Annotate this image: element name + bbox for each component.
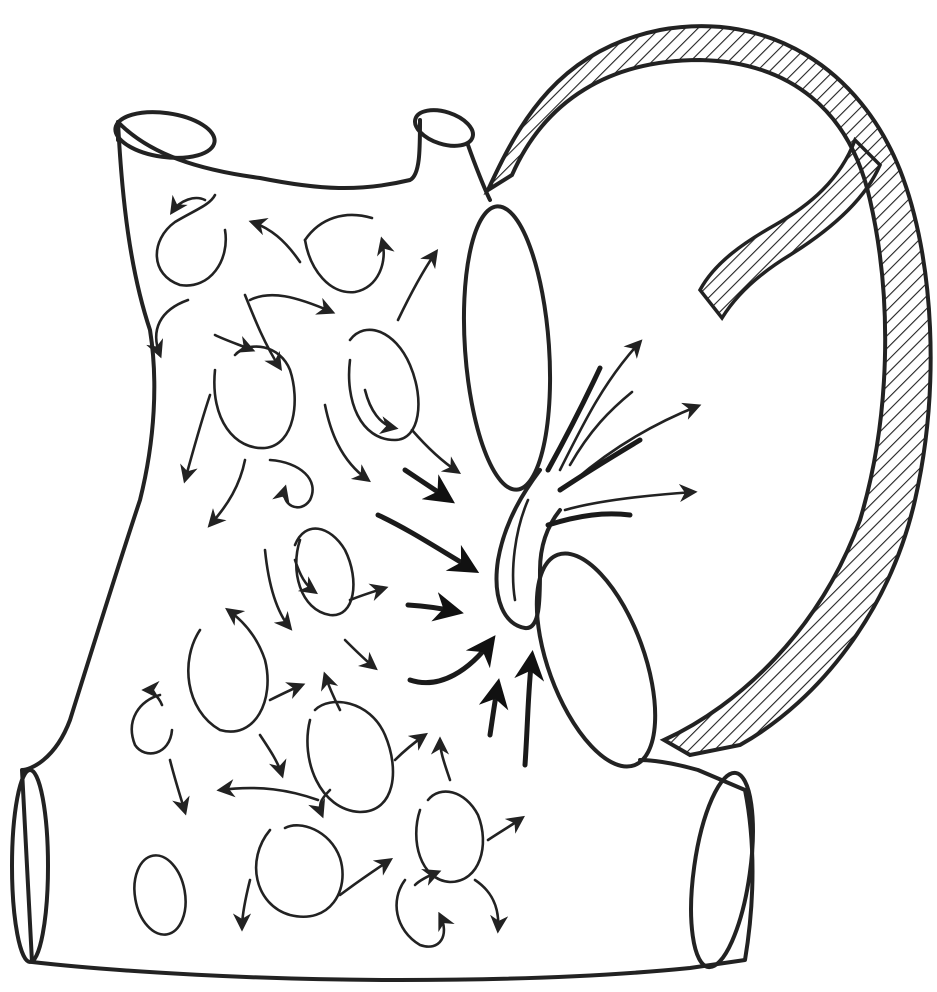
inferior-vein-stub-right bbox=[681, 769, 764, 971]
jet-streamlines bbox=[548, 342, 698, 525]
jet-nozzle-inner bbox=[513, 500, 528, 600]
atrium-body bbox=[22, 120, 753, 980]
atrial-appendage-hatched-wall bbox=[488, 26, 931, 755]
orifice-ellipse-upper bbox=[455, 203, 559, 492]
jet-nozzle bbox=[497, 470, 560, 628]
orifice-ellipse-lower bbox=[513, 538, 680, 781]
inner-septum-hatched bbox=[700, 140, 880, 318]
